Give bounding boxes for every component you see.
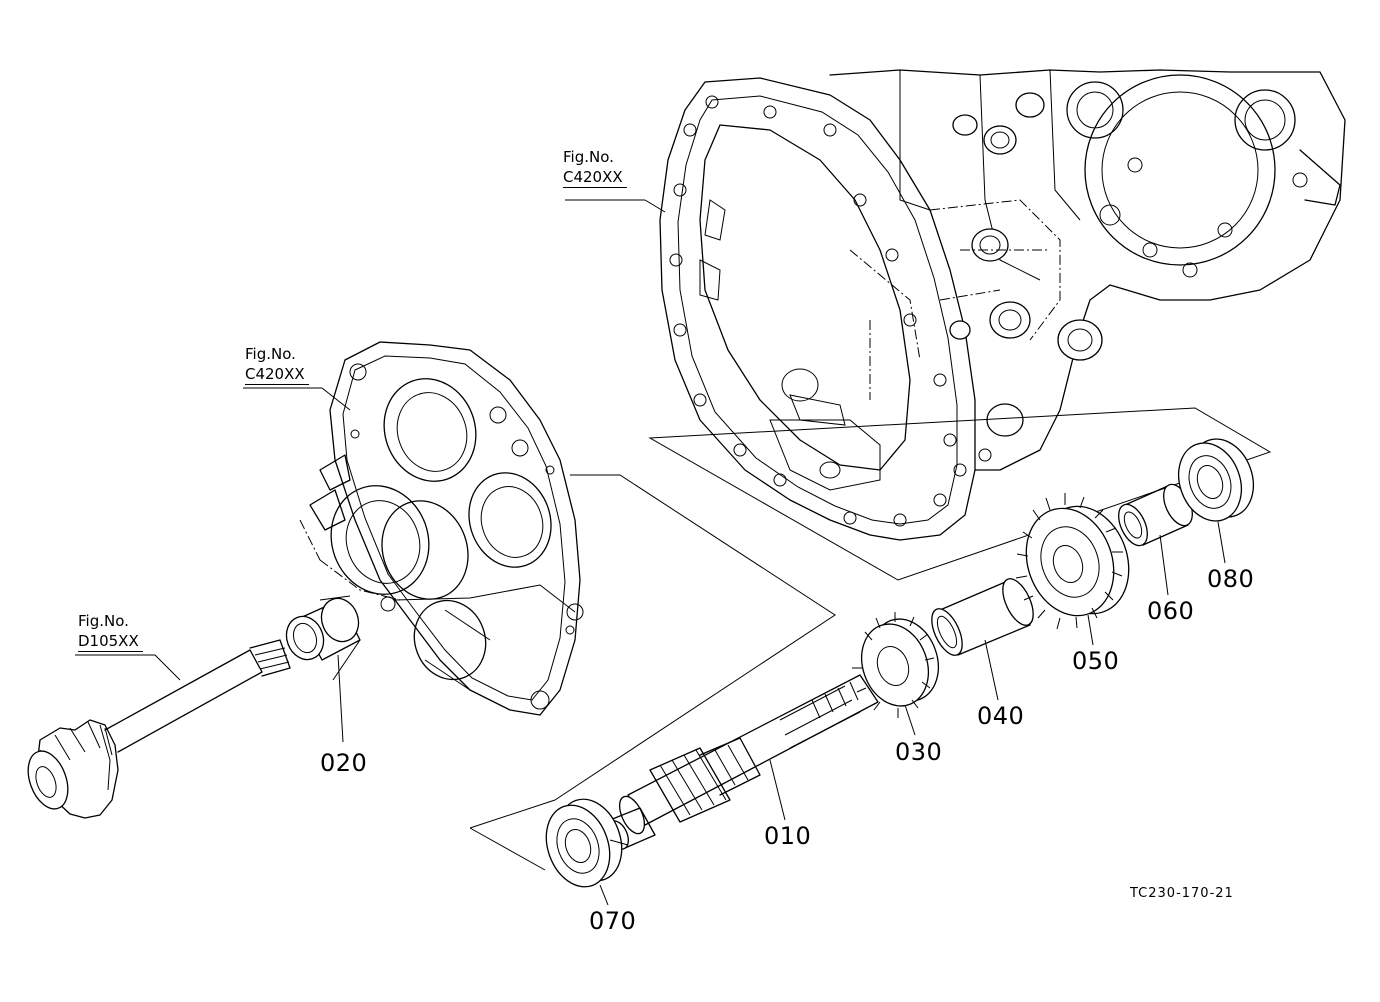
figure-ref-line2: D105XX (78, 631, 143, 652)
part-number-030: 030 (895, 738, 943, 766)
part-number-050: 050 (1072, 647, 1120, 675)
leader-lines (75, 199, 1226, 906)
gear-030-drawing (852, 612, 939, 718)
figure-ref-c420xx-upper: Fig.No. C420XX (563, 147, 627, 188)
figure-ref-line1: Fig.No. (563, 148, 614, 166)
collar-040-drawing (931, 578, 1034, 656)
transmission-case-drawing (648, 69, 1346, 581)
figure-ref-c420xx-lower: Fig.No. C420XX (245, 344, 309, 385)
drawing-code: TC230-170-21 (1130, 886, 1234, 901)
figure-ref-d105xx: Fig.No. D105XX (78, 611, 143, 652)
figure-ref-line2: C420XX (563, 167, 627, 188)
part-number-040: 040 (977, 702, 1025, 730)
input-shaft-drawing (27, 639, 291, 819)
part-number-060: 060 (1147, 597, 1195, 625)
collar-060-drawing (1118, 483, 1193, 547)
gear-050-drawing (1015, 493, 1130, 630)
front-cover-drawing (299, 341, 836, 871)
figure-ref-line1: Fig.No. (78, 612, 129, 630)
part-number-010: 010 (764, 822, 812, 850)
figure-ref-line1: Fig.No. (245, 345, 296, 363)
part-number-070: 070 (589, 907, 637, 935)
needle-bearing-drawing (285, 595, 361, 681)
part-number-020: 020 (320, 749, 368, 777)
part-number-080: 080 (1207, 565, 1255, 593)
ball-bearing-070-drawing (545, 798, 623, 888)
main-shaft-drawing (607, 674, 879, 850)
ball-bearing-080-drawing (1178, 438, 1254, 522)
figure-ref-line2: C420XX (245, 364, 309, 385)
